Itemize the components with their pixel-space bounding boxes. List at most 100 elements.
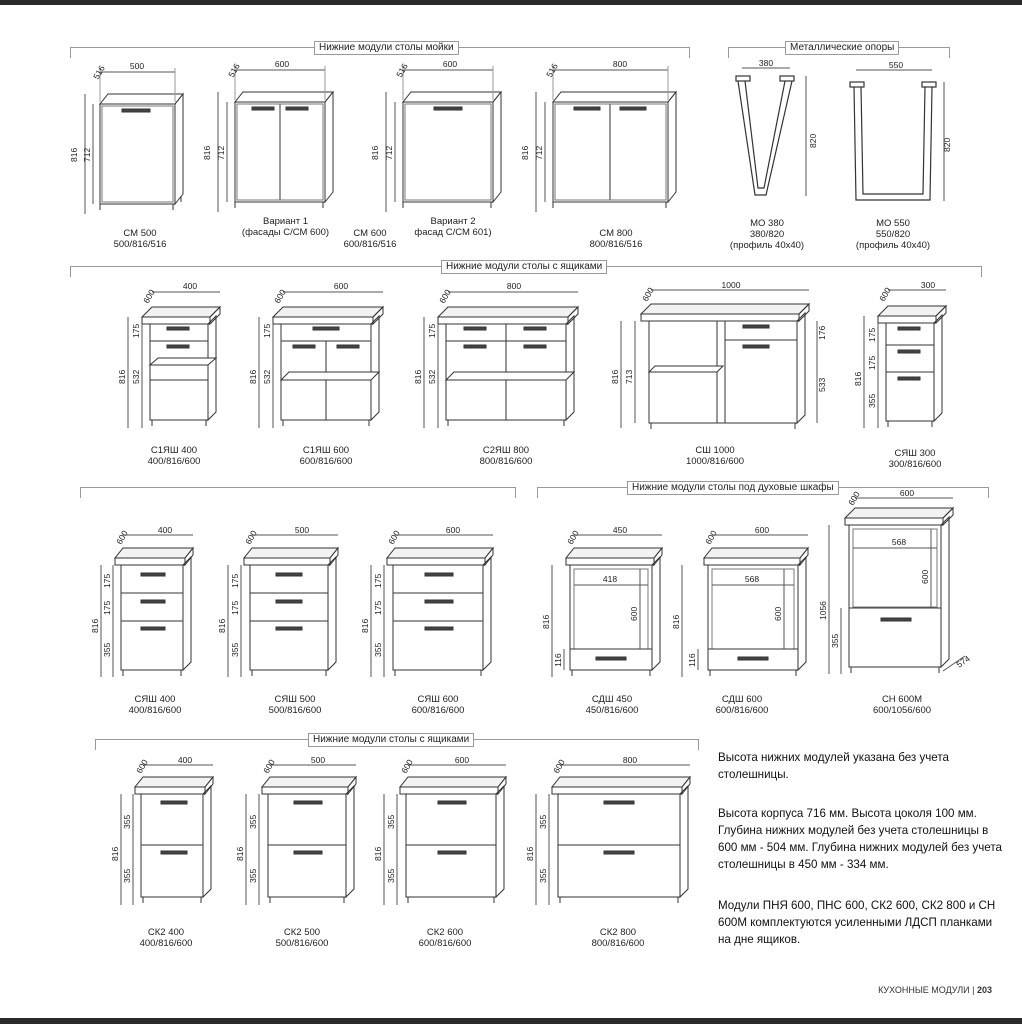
c1ysh600-height-label: 816 [248,370,258,384]
cyash300-c-label: 355 [867,394,877,408]
c1ysh400-dims: 400/816/600 [147,456,201,467]
cm800-depth-label: 516 [544,61,560,79]
cm500-body-height-label: 712 [82,148,92,162]
cyash600-depth-label: 600 [386,528,402,546]
csh1000-name: СШ 1000 [695,445,735,456]
ck2500-depth-label: 600 [261,757,277,775]
csh1000-height-label: 816 [610,370,620,384]
ck2600-caption: СК2 600 600/816/600 [405,927,485,949]
ch600m-dims: 600/1056/600 [872,705,932,716]
csh1000-caption: СШ 1000 1000/816/600 [675,445,755,467]
csh1000-a-label: 713 [624,370,634,384]
cyash600-a-label: 175 [373,574,383,588]
c1ysh400-height-label: 816 [117,370,127,384]
ch600m-width-label: 600 [900,488,914,498]
v1-depth-label: 516 [226,61,242,79]
ch600m-inner-height-label: 600 [920,570,930,584]
cdsh450-caption: СДШ 450 450/816/600 [572,694,652,716]
mo380-caption: МО 380 380/820 (профиль 40х40) [722,218,812,251]
c1ysh400-b-label: 532 [131,370,141,384]
v1-height-label: 816 [202,146,212,160]
mo550-profile: (профиль 40х40) [855,240,931,251]
section-title-drawers: Нижние модули столы с ящиками [441,260,608,274]
mo380-dims: 380/820 [749,229,785,240]
cm500-drawing: 500 516 816 712 [69,61,185,214]
cm600-dims: 600/816/516 [343,239,397,250]
c2ysh800-name: С2ЯШ 800 [482,445,530,456]
v2-line1: Вариант 2 [430,216,476,227]
c2ysh800-caption: С2ЯШ 800 800/816/600 [466,445,546,467]
cyash300-width-label: 300 [921,280,935,290]
cyash600-width-label: 600 [446,525,460,535]
mo550-caption: МО 550 550/820 (профиль 40х40) [848,218,938,251]
v1-line1: Вариант 1 [262,216,308,227]
v1-line2: (фасады С/СМ 600) [241,227,330,238]
ck2400-b-label: 355 [122,869,132,883]
cyash600-height-label: 816 [360,619,370,633]
ck2800-width-label: 800 [623,755,637,765]
cyash300-b-label: 175 [867,356,877,370]
cyash600-c-label: 355 [373,643,383,657]
mo380-drawing: 380 820 [735,58,818,196]
ch600m-bottom-height-label: 355 [830,634,840,648]
cdsh600-caption: СДШ 600 600/816/600 [702,694,782,716]
section-title-sink: Нижние модули столы мойки [314,41,459,55]
cyash600-caption: СЯШ 600 600/816/600 [398,694,478,716]
section-title-legs: Металлические опоры [785,41,900,55]
v1-drawing: 600 516 816 712 [202,59,335,212]
footer-separator: | [972,985,975,995]
c2ysh800-height-label: 816 [413,370,423,384]
ck2500-dims: 500/816/600 [275,938,329,949]
ch600m-inner-width-label: 568 [892,537,906,547]
c2ysh800-drawing: 800 600 816 175 532 [413,281,580,428]
cdsh450-depth-label: 600 [565,528,581,546]
cdsh450-dims: 450/816/600 [585,705,639,716]
cyash600-drawing: 600 600 816 175 175 355 [360,525,495,677]
cm500-height-label: 816 [69,148,79,162]
ch600m-drawing: 600 600 568 600 1056 355 574 [818,488,972,674]
bottom-bar [0,1018,1022,1024]
cdsh450-drawing: 450 600 418 600 816 116 [541,525,664,677]
ck2500-drawing: 500 600 816 355 355 [235,755,358,905]
page-number: 203 [976,985,992,995]
csh1000-r2-label: 533 [817,378,827,392]
ck2500-name: СК2 500 [283,927,321,938]
cyash600-b-label: 175 [373,601,383,615]
cdsh450-bottom-height-label: 116 [553,653,563,667]
cyash400-height-label: 816 [90,619,100,633]
c1ysh600-width-label: 600 [334,281,348,291]
cyash400-width-label: 400 [158,525,172,535]
cyash500-dims: 500/816/600 [268,705,322,716]
ck2600-a-label: 355 [386,815,396,829]
v2-caption: Вариант 2 фасад С/СМ 601) [398,216,508,238]
cm500-name: СМ 500 [123,228,157,239]
ck2600-height-label: 816 [373,847,383,861]
cyash300-caption: СЯШ 300 300/816/600 [875,448,955,470]
c1ysh400-caption: С1ЯШ 400 400/816/600 [134,445,214,467]
c1ysh600-depth-label: 600 [272,287,288,305]
ck2400-dims: 400/816/600 [139,938,193,949]
ck2400-a-label: 355 [122,815,132,829]
cyash400-c-label: 355 [102,643,112,657]
ck2400-width-label: 400 [178,755,192,765]
c1ysh600-caption: С1ЯШ 600 600/816/600 [286,445,366,467]
ck2400-caption: СК2 400 400/816/600 [126,927,206,949]
ch600m-caption: СН 600М 600/1056/600 [862,694,942,716]
cyash400-drawing: 400 600 816 175 175 355 [90,525,195,677]
cm800-width-label: 800 [613,59,627,69]
cm800-name: СМ 800 [599,228,633,239]
cyash500-depth-label: 600 [243,528,259,546]
cyash600-name: СЯШ 600 [417,694,459,705]
mo380-height-label: 820 [808,134,818,148]
csh1000-drawing: 1000 600 816 713 176 533 [610,280,827,429]
cyash400-name: СЯШ 400 [134,694,176,705]
c1ysh600-b-label: 532 [262,370,272,384]
ch600m-side-label: 574 [954,653,972,669]
cdsh600-width-label: 600 [755,525,769,535]
csh1000-width-label: 1000 [722,280,741,290]
cm800-dims: 800/816/516 [589,239,643,250]
ck2500-height-label: 816 [235,847,245,861]
page-footer: КУХОННЫЕ МОДУЛИ | 203 [878,985,992,995]
ch600m-name: СН 600М [881,694,923,705]
ck2600-drawing: 600 600 816 355 355 [373,755,508,905]
